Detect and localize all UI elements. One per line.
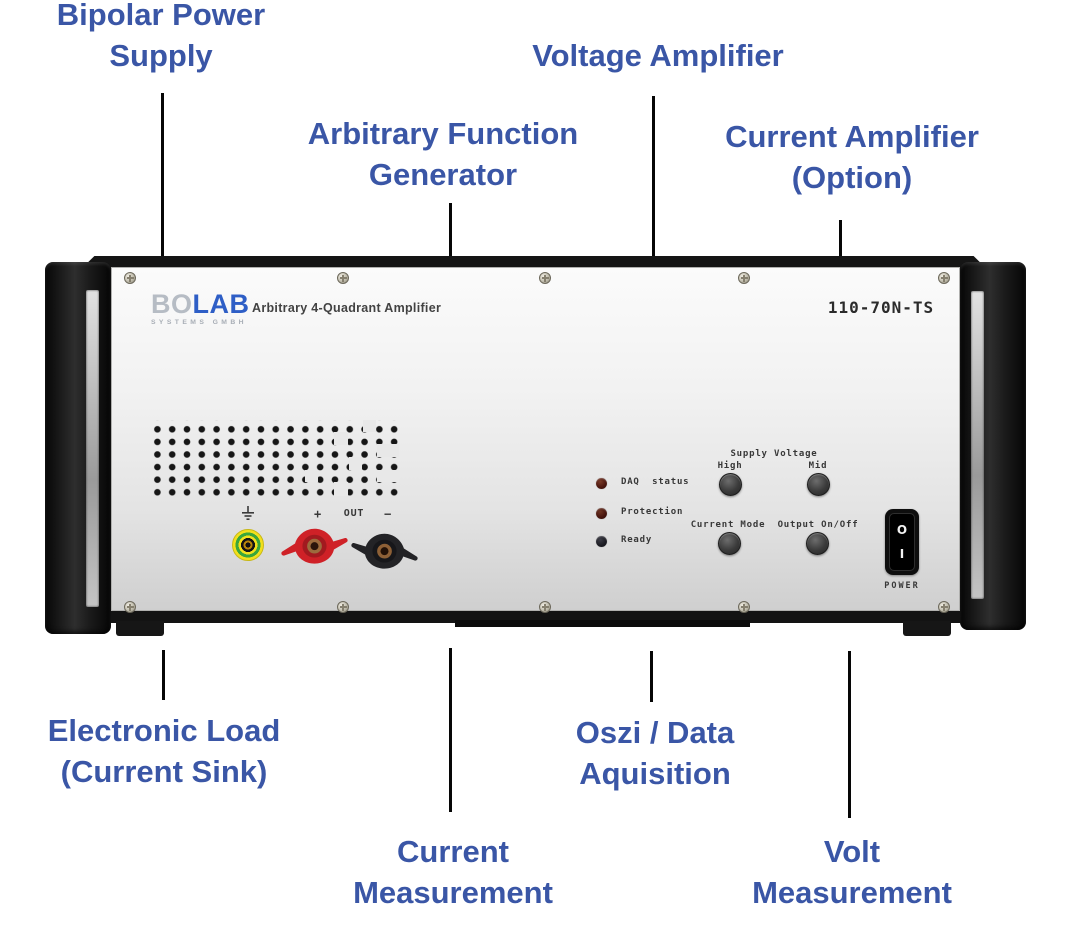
label-line: Voltage Amplifier (532, 38, 784, 73)
protection-led (596, 508, 607, 519)
screw (124, 272, 136, 284)
label-line: (Current Sink) (60, 754, 268, 789)
label-line: Aquisition (579, 756, 731, 791)
device-foot-left (116, 621, 164, 636)
leader-line-oszi (650, 651, 653, 702)
screw (539, 601, 551, 613)
label-bipolar-power-supply: Bipolar Power Supply (11, 0, 311, 76)
label-oszi-data-aquisition: Oszi / Data Aquisition (505, 712, 805, 794)
ready-led (596, 536, 607, 547)
label-current-measurement: Current Measurement (303, 831, 603, 913)
screw (337, 272, 349, 284)
screw (337, 601, 349, 613)
label-line: Electronic Load (47, 713, 281, 748)
daq-status-label: DAQ status (621, 477, 690, 487)
screw (124, 601, 136, 613)
front-panel: BOLAB SYSTEMS GMBH Arbitrary 4-Quadrant … (111, 267, 960, 611)
label-electronic-load: Electronic Load (Current Sink) (14, 710, 314, 792)
label-line: Current Amplifier (725, 119, 979, 154)
chassis-bottom-edge (94, 609, 971, 623)
power-switch-rocker[interactable]: O I (889, 513, 915, 571)
rack-handle-right[interactable] (960, 262, 1026, 630)
power-off-symbol: O (896, 523, 908, 538)
out-label: OUT (343, 508, 365, 519)
daq-status-led (596, 478, 607, 489)
label-line: Supply (109, 38, 213, 73)
leader-line-current-amp (839, 220, 842, 258)
label-line: Volt (823, 834, 881, 869)
device-foot-right (903, 621, 951, 636)
label-line: Oszi / Data (575, 715, 735, 750)
label-line: Current (397, 834, 509, 869)
negative-binding-post[interactable] (351, 529, 418, 574)
current-mode-button-label: Current Mode (690, 520, 766, 530)
mid-button-label: Mid (808, 461, 828, 471)
label-arbitrary-function-generator: Arbitrary Function Generator (293, 113, 593, 195)
protection-label: Protection (621, 507, 684, 517)
screw (738, 601, 750, 613)
leader-line-current-measurement (449, 648, 452, 812)
rack-handle-left-slot (86, 290, 99, 607)
panel-title: Arbitrary 4-Quadrant Amplifier (252, 301, 442, 315)
logo-text-bo: BO (151, 289, 193, 319)
plus-terminal-label: + (313, 507, 323, 521)
screw (938, 272, 950, 284)
label-current-amplifier-option: Current Amplifier (Option) (702, 116, 1002, 198)
ground-jack[interactable] (232, 529, 264, 561)
label-line: Bipolar Power (56, 0, 266, 32)
label-voltage-amplifier: Voltage Amplifier (508, 35, 808, 76)
label-line: (Option) (791, 160, 913, 195)
bolab-logo: BOLAB SYSTEMS GMBH (151, 291, 250, 327)
leader-line-bipolar (161, 93, 164, 257)
high-button[interactable] (719, 473, 742, 496)
label-volt-measurement: Volt Measurement (702, 831, 1002, 913)
logo-text-lab: LAB (192, 289, 250, 319)
screw (738, 272, 750, 284)
output-on-off-button[interactable] (806, 532, 829, 555)
label-line: Measurement (752, 875, 952, 910)
leader-line-voltage-amp (652, 96, 655, 257)
output-on-off-button-label: Output On/Off (777, 520, 859, 530)
model-number: 110-70N-TS (827, 298, 935, 317)
leader-line-electronic-load (162, 650, 165, 700)
leader-line-afg (449, 203, 452, 258)
ready-label: Ready (621, 535, 653, 545)
current-mode-button[interactable] (718, 532, 741, 555)
rack-handle-right-slot (971, 291, 984, 599)
logo-subtitle: SYSTEMS GMBH (151, 319, 247, 326)
minus-terminal-label: − (383, 507, 393, 521)
rack-handle-left[interactable] (45, 262, 111, 634)
power-on-symbol: I (899, 546, 905, 561)
positive-binding-post[interactable] (281, 524, 348, 569)
label-line: Arbitrary Function (307, 116, 579, 151)
chassis-bottom-recess (455, 620, 750, 627)
power-label: POWER (884, 581, 920, 591)
screw (539, 272, 551, 284)
high-button-label: High (717, 461, 743, 471)
ventilation-grid (147, 420, 399, 496)
label-line: Generator (368, 157, 518, 192)
supply-voltage-group-label: Supply Voltage (730, 449, 818, 459)
mid-button[interactable] (807, 473, 830, 496)
leader-line-volt-measurement (848, 651, 851, 818)
screw (938, 601, 950, 613)
earth-ground-icon (242, 506, 254, 520)
label-line: Measurement (353, 875, 553, 910)
power-switch[interactable]: O I (885, 509, 919, 575)
